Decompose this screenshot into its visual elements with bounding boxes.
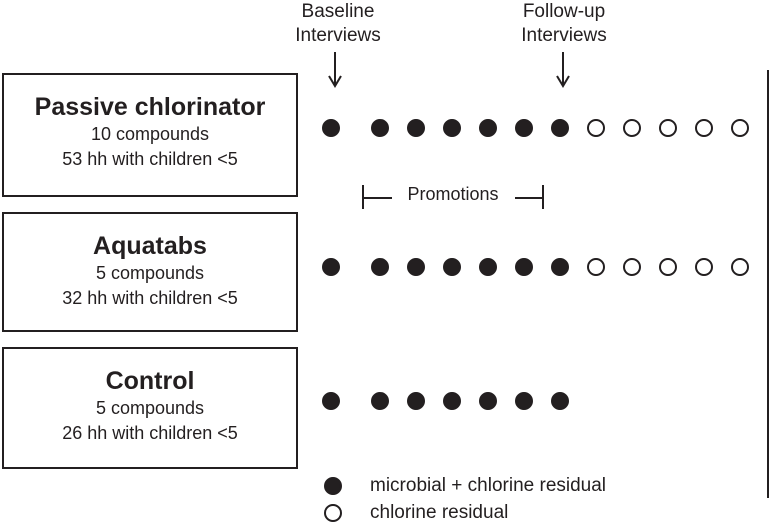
promotions-span: Promotions xyxy=(358,181,550,209)
group-compounds: 5 compounds xyxy=(95,263,205,283)
filled-visit-dot-icon xyxy=(551,119,569,137)
filled-visit-dot-icon xyxy=(322,119,340,137)
open-visit-dot-icon xyxy=(587,119,605,137)
group-title: Aquatabs xyxy=(93,232,207,260)
group-households: 32 hh with children <5 xyxy=(62,288,238,308)
filled-visit-dot-icon xyxy=(407,258,425,276)
filled-visit-dot-icon xyxy=(407,119,425,137)
filled-visit-dot-icon xyxy=(515,119,533,137)
open-visit-dot-icon xyxy=(695,119,713,137)
promotions-end-tick xyxy=(542,185,544,209)
baseline-interviews-label: Baseline Interviews xyxy=(295,1,381,46)
filled-visit-dot-icon xyxy=(551,392,569,410)
group-box-aquatabs: Aquatabs 5 compounds 32 hh with children… xyxy=(2,212,298,332)
open-visit-dot-icon xyxy=(731,119,749,137)
group-title: Control xyxy=(105,367,195,395)
filled-visit-dot-icon xyxy=(371,258,389,276)
filled-visit-dot-icon xyxy=(479,392,497,410)
right-divider xyxy=(767,70,769,498)
group-households: 26 hh with children <5 xyxy=(62,423,238,443)
filled-visit-dot-icon xyxy=(443,392,461,410)
filled-visit-dot-icon xyxy=(322,392,340,410)
open-visit-dot-icon xyxy=(659,119,677,137)
filled-visit-dot-icon xyxy=(371,392,389,410)
filled-visit-dot-icon xyxy=(443,119,461,137)
filled-visit-dot-icon xyxy=(371,119,389,137)
group-households: 53 hh with children <5 xyxy=(62,149,238,169)
followup-interviews-label: Follow-up Interviews xyxy=(521,1,607,46)
promotions-label: Promotions xyxy=(407,184,499,204)
filled-visit-dot-icon xyxy=(322,258,340,276)
filled-visit-dot-icon xyxy=(479,258,497,276)
open-visit-dot-icon xyxy=(623,258,641,276)
promotions-bar-left xyxy=(362,197,392,199)
group-box-control: Control 5 compounds 26 hh with children … xyxy=(2,347,298,469)
legend-open-label: chlorine residual xyxy=(370,502,509,523)
filled-visit-dot-icon xyxy=(515,258,533,276)
open-visit-dot-icon xyxy=(587,258,605,276)
group-compounds: 10 compounds xyxy=(90,124,210,144)
open-visit-dot-icon xyxy=(731,258,749,276)
promotions-bar-right xyxy=(515,197,544,199)
filled-visit-dot-icon xyxy=(407,392,425,410)
filled-visit-dot-icon xyxy=(443,258,461,276)
open-visit-dot-icon xyxy=(623,119,641,137)
group-title: Passive chlorinator xyxy=(34,93,266,121)
followup-arrow-icon xyxy=(556,52,570,88)
open-visit-dot-icon xyxy=(659,258,677,276)
filled-visit-dot-icon xyxy=(515,392,533,410)
group-compounds: 5 compounds xyxy=(95,398,205,418)
filled-visit-dot-icon xyxy=(551,258,569,276)
baseline-arrow-icon xyxy=(328,52,342,88)
legend-open-dot-icon xyxy=(324,504,342,522)
legend-filled-dot-icon xyxy=(324,477,342,495)
legend-filled-label: microbial + chlorine residual xyxy=(370,475,607,496)
open-visit-dot-icon xyxy=(695,258,713,276)
filled-visit-dot-icon xyxy=(479,119,497,137)
group-box-passive-chlorinator: Passive chlorinator 10 compounds 53 hh w… xyxy=(2,73,298,197)
